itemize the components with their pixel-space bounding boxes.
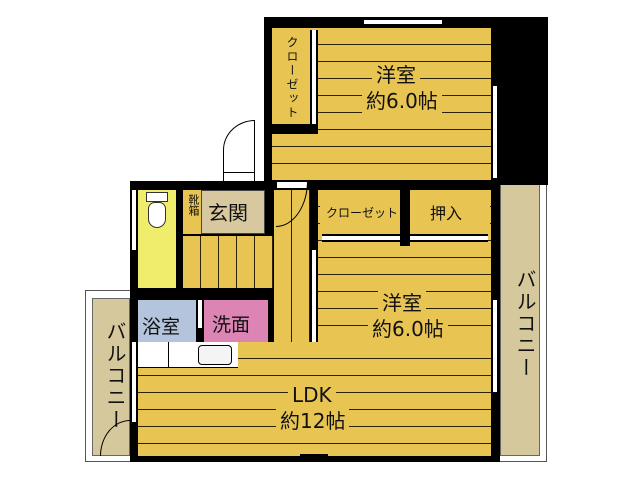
window-room1-right[interactable]	[491, 86, 499, 178]
closet-1-door[interactable]	[310, 30, 318, 124]
closet-1-wall	[272, 124, 318, 134]
entrance: 玄関	[201, 190, 265, 234]
bath-door[interactable]	[196, 300, 204, 328]
closet-2-label: クローゼット	[326, 206, 399, 220]
ldk-size: 約12帖	[276, 408, 350, 434]
window-ldk-left[interactable]	[130, 342, 138, 422]
room2-door-left[interactable]	[310, 250, 318, 342]
entrance-label: 玄関	[208, 201, 248, 225]
window-room1-top[interactable]	[364, 18, 442, 26]
toilet	[138, 190, 176, 288]
toilet-icon	[148, 202, 166, 228]
room2-size: 約6.0帖	[368, 316, 448, 342]
bath: 浴室	[138, 300, 196, 350]
kitchen-counter	[138, 342, 238, 368]
shoe-box-label: 靴箱	[187, 194, 200, 216]
oshiire-label: 押入	[430, 204, 463, 223]
ldk-pillar	[300, 454, 328, 462]
shoe-box: 靴箱	[183, 190, 201, 234]
oshiire-door[interactable]	[410, 234, 488, 242]
entry-door[interactable]	[223, 120, 255, 182]
room1-size: 約6.0帖	[362, 88, 442, 114]
balcony-right-label: バルコニー	[513, 269, 537, 379]
closet-2: クローゼット	[320, 192, 400, 232]
room1-name: 洋室	[372, 62, 420, 88]
entry-hall	[183, 236, 273, 288]
closet-divider	[400, 190, 410, 246]
window-toilet[interactable]	[130, 190, 138, 250]
ldk-name: LDK	[288, 382, 336, 408]
window-room2-right[interactable]	[491, 300, 499, 392]
washroom-label: 洗面	[212, 314, 251, 336]
outer-wall-right-top	[497, 17, 548, 85]
oshiire: 押入	[410, 192, 490, 232]
balcony-left-label: バルコニー	[103, 321, 127, 431]
closet-2-door[interactable]	[322, 234, 400, 242]
sink-icon	[198, 345, 232, 365]
room2-name: 洋室	[378, 290, 426, 316]
corridor-door-top[interactable]	[276, 181, 308, 227]
bath-label: 浴室	[142, 316, 181, 338]
closet-1	[272, 28, 310, 124]
closet-1-label: クローゼット	[285, 36, 299, 120]
